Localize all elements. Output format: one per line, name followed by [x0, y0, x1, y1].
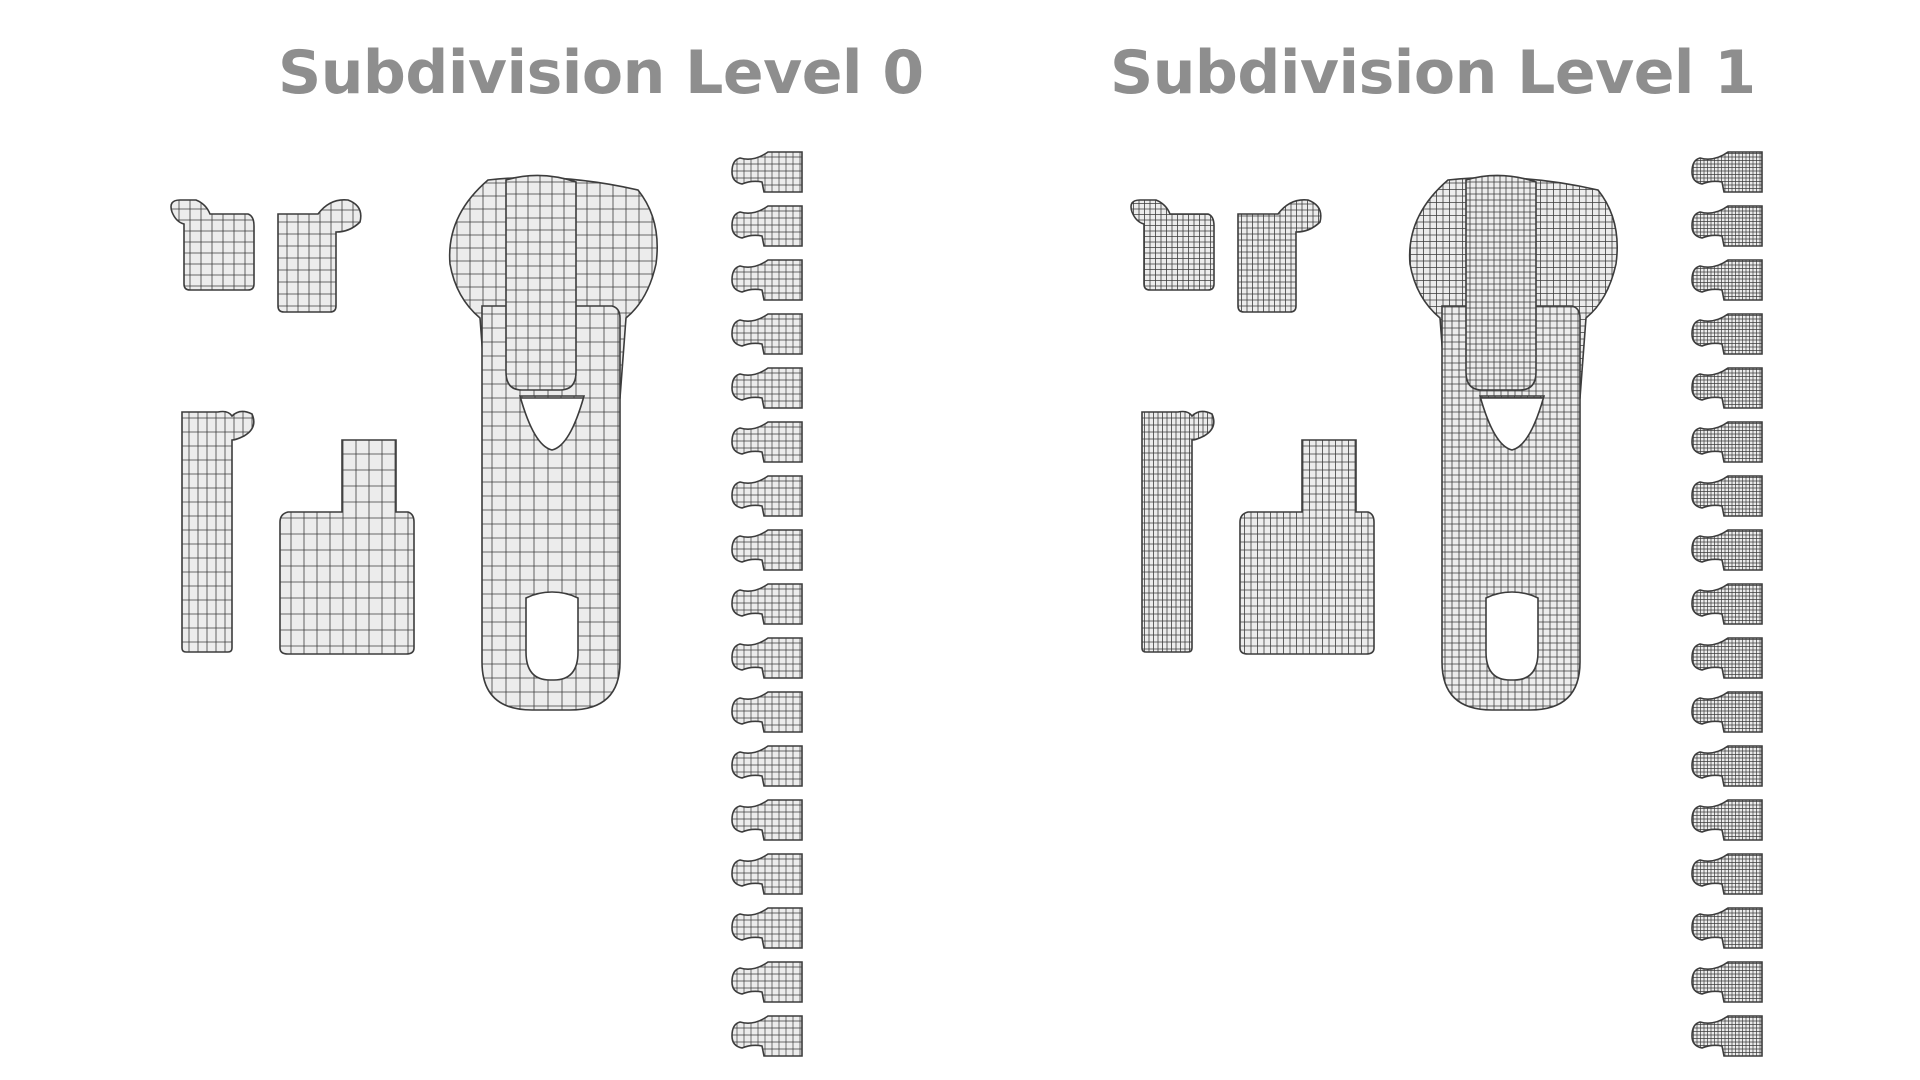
zipper-tooth-17 — [731, 1015, 803, 1057]
zipper-tooth-2 — [731, 205, 803, 247]
subdivision-level-1-render — [960, 0, 1920, 1080]
zipper-tooth-16 — [731, 961, 803, 1003]
small-hook-part-a — [1130, 199, 1215, 291]
zipper-tooth-3 — [731, 259, 803, 301]
small-hook-part-a — [170, 199, 255, 291]
tall-stop-part — [1141, 410, 1215, 653]
zipper-tooth-5 — [1691, 367, 1763, 409]
slider-center-plate — [505, 174, 577, 391]
mesh-scene — [170, 151, 803, 1057]
small-hook-part-b — [277, 198, 362, 313]
title-subdivision-level-0: Subdivision Level 0 — [278, 38, 924, 108]
zipper-tooth-2 — [1691, 205, 1763, 247]
zipper-tooth-8 — [1691, 529, 1763, 571]
slider-center-plate — [1465, 174, 1537, 391]
zipper-tooth-5 — [731, 367, 803, 409]
zipper-tooth-9 — [731, 583, 803, 625]
zipper-tooth-10 — [1691, 637, 1763, 679]
zipper-tooth-11 — [731, 691, 803, 733]
zipper-tooth-6 — [1691, 421, 1763, 463]
zipper-tooth-13 — [731, 799, 803, 841]
zipper-tooth-1 — [1691, 151, 1763, 193]
zipper-tooth-15 — [731, 907, 803, 949]
zipper-tooth-13 — [1691, 799, 1763, 841]
zipper-teeth-column — [731, 151, 803, 1057]
mesh-scene — [1130, 151, 1763, 1057]
box-stop-part — [1239, 439, 1375, 655]
tall-stop-part — [181, 410, 255, 653]
zipper-tooth-4 — [1691, 313, 1763, 355]
zipper-teeth-column — [1691, 151, 1763, 1057]
zipper-tooth-7 — [1691, 475, 1763, 517]
zipper-tooth-14 — [1691, 853, 1763, 895]
zipper-tooth-1 — [731, 151, 803, 193]
zipper-tooth-10 — [731, 637, 803, 679]
title-subdivision-level-1: Subdivision Level 1 — [1110, 38, 1756, 108]
zipper-tooth-4 — [731, 313, 803, 355]
zipper-tooth-12 — [731, 745, 803, 787]
zipper-tooth-16 — [1691, 961, 1763, 1003]
subdivision-level-0-render — [170, 151, 803, 1057]
small-hook-part-b — [1237, 198, 1322, 313]
zipper-tooth-12 — [1691, 745, 1763, 787]
zipper-tooth-17 — [1691, 1015, 1763, 1057]
zipper-tooth-6 — [731, 421, 803, 463]
zipper-tooth-14 — [731, 853, 803, 895]
zipper-tooth-3 — [1691, 259, 1763, 301]
zipper-tooth-15 — [1691, 907, 1763, 949]
box-stop-part — [279, 439, 415, 655]
zipper-tooth-11 — [1691, 691, 1763, 733]
zipper-tooth-9 — [1691, 583, 1763, 625]
zipper-tooth-7 — [731, 475, 803, 517]
zipper-tooth-8 — [731, 529, 803, 571]
